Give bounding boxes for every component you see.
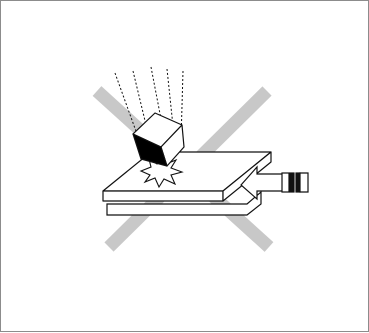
falling-cube: [132, 112, 185, 167]
cube-dark-face: [132, 133, 168, 167]
insert-arrow-band-1: [281, 172, 290, 193]
motion-lines: [114, 66, 184, 142]
tray: [102, 151, 272, 202]
insert-arrow: [240, 165, 309, 201]
insert-arrow-band-2: [289, 172, 295, 193]
tray-lower-shelf: [106, 190, 262, 216]
tray-side-face: [222, 151, 272, 202]
insert-arrow-tail: [299, 172, 309, 193]
tray-front-face: [102, 190, 224, 202]
